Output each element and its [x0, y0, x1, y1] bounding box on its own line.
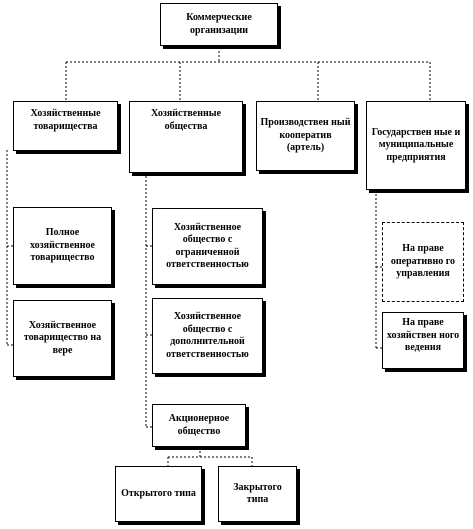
node-commercial-organizations-label: Коммерческие организации	[186, 12, 252, 36]
node-production-cooperative-label: Производствен ный кооператив (артель)	[260, 117, 351, 154]
node-business-companies-label: Хозяйственные общества	[150, 108, 222, 132]
node-limited-partnership: Хозяйственное товарищество на вере	[13, 300, 112, 377]
node-open-type-label: Открытого типа	[121, 487, 196, 499]
node-commercial-organizations: Коммерческие организации	[160, 3, 278, 46]
node-business-companies: Хозяйственные общества	[129, 101, 243, 173]
node-unitary-enterprises-label: Государствен ные и муниципальные предпри…	[371, 126, 461, 163]
node-operational-management: На праве оперативно го управления	[382, 222, 464, 302]
node-business-partnerships-label: Хозяйственные товарищества	[30, 108, 101, 132]
node-business-partnerships: Хозяйственные товарищества	[13, 101, 118, 151]
node-economic-management-label: На праве хозяйствен ного ведения	[386, 317, 460, 353]
node-llc: Хозяйственное общество с ограниченной от…	[152, 208, 263, 285]
node-production-cooperative: Производствен ный кооператив (артель)	[256, 101, 355, 171]
node-full-partnership-label: Полное хозяйственное товарищество	[30, 227, 95, 264]
node-llc-label: Хозяйственное общество с ограниченной от…	[166, 221, 249, 271]
node-limited-partnership-label: Хозяйственное товарищество на вере	[23, 319, 102, 356]
node-closed-type: Закрытого типа	[218, 466, 297, 522]
node-joint-stock-company: Акционерное общество	[152, 404, 246, 447]
node-additional-liability-company: Хозяйственное общество с дополнительной …	[152, 298, 263, 374]
node-closed-type-label: Закрытого типа	[233, 481, 282, 506]
node-operational-management-label: На праве оперативно го управления	[390, 243, 456, 280]
node-additional-liability-company-label: Хозяйственное общество с дополнительной …	[166, 311, 249, 360]
node-open-type: Открытого типа	[115, 466, 202, 522]
node-full-partnership: Полное хозяйственное товарищество	[13, 207, 112, 285]
node-joint-stock-company-label: Акционерное общество	[168, 413, 230, 437]
node-economic-management: На праве хозяйствен ного ведения	[382, 312, 464, 369]
node-unitary-enterprises: Государствен ные и муниципальные предпри…	[366, 101, 466, 190]
